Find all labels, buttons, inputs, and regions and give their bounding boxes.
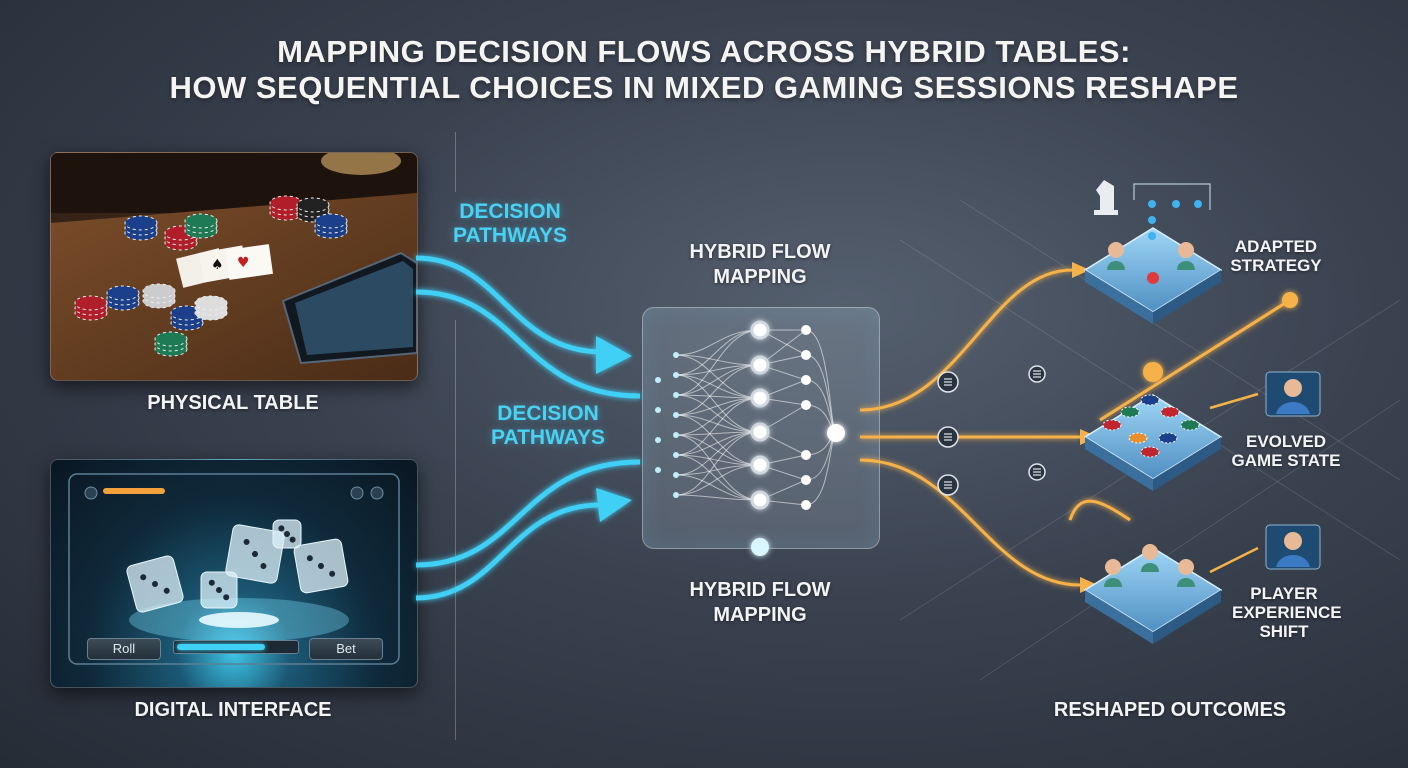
flow-node bbox=[1194, 200, 1202, 208]
poker-chip-icon bbox=[194, 295, 228, 311]
outcome-label-adapted-strategy: ADAPTED STRATEGY bbox=[1230, 237, 1322, 275]
filter-icon bbox=[1028, 463, 1046, 481]
poker-chip-icon bbox=[1140, 446, 1160, 458]
list-icon bbox=[937, 371, 959, 393]
list-icon bbox=[937, 474, 959, 496]
highlight-node bbox=[1143, 362, 1163, 382]
flow-node bbox=[1148, 216, 1156, 224]
list-icon bbox=[937, 365, 1046, 496]
person-icon bbox=[1178, 242, 1194, 258]
poker-chip-icon bbox=[296, 197, 330, 213]
dice-icon bbox=[200, 571, 238, 609]
pathway-bottom-2 bbox=[415, 502, 601, 601]
outcome-platform-player-experience-shift bbox=[1083, 547, 1223, 644]
dice-icon bbox=[126, 519, 349, 613]
reshaped-outcomes-label: RESHAPED OUTCOMES bbox=[1053, 699, 1287, 721]
digital-interface-illustration bbox=[68, 473, 400, 665]
digital-interface-label: DIGITAL INTERFACE bbox=[134, 699, 332, 721]
outcome-platform-adapted-strategy bbox=[1083, 227, 1223, 324]
poker-chip-icon bbox=[1102, 419, 1122, 431]
arrow-head-top bbox=[596, 336, 632, 374]
flow-node bbox=[1172, 200, 1180, 208]
digital-interface-image: Roll Bet bbox=[50, 459, 418, 688]
poker-chip-icon bbox=[1180, 419, 1200, 431]
playing-cards-icon: ♥ ♠ bbox=[176, 244, 274, 288]
person-icon bbox=[1105, 559, 1121, 575]
poker-chip-icon bbox=[154, 331, 188, 347]
button-icon bbox=[1147, 272, 1159, 284]
poker-chip-icon bbox=[1160, 406, 1180, 418]
poker-chip-icon bbox=[269, 195, 303, 211]
person-icon bbox=[1108, 242, 1124, 258]
decision-pathways-label-mid: DECISION PATHWAYS bbox=[491, 402, 605, 449]
flow-node bbox=[1148, 232, 1156, 240]
hybrid-flow-mapping-box bbox=[642, 307, 880, 549]
physical-table-image: ♥ ♠ bbox=[50, 152, 418, 381]
poker-chip-icon bbox=[142, 283, 176, 299]
poker-chip-icon bbox=[74, 295, 108, 311]
svg-text:♠: ♠ bbox=[211, 257, 224, 273]
poker-chip-icon bbox=[1158, 432, 1178, 444]
hybrid-flow-mapping-label-top: HYBRID FLOW MAPPING bbox=[689, 241, 831, 288]
poker-chip-icon bbox=[184, 213, 218, 229]
bet-button[interactable]: Bet bbox=[309, 638, 383, 660]
health-bar bbox=[103, 488, 165, 494]
poker-chip-icon bbox=[74, 195, 348, 357]
pathway-bottom-1 bbox=[415, 459, 641, 568]
chess-knight-icon bbox=[1094, 180, 1118, 215]
outcome-label-player-experience-shift: PLAYER EXPERIENCE SHIFT bbox=[1232, 584, 1342, 641]
arrow-head-bottom bbox=[596, 488, 632, 522]
divider-lower bbox=[455, 320, 456, 740]
outcome-label-evolved-game-state: EVOLVED GAME STATE bbox=[1231, 432, 1341, 470]
divider-upper bbox=[455, 132, 456, 192]
dice-icon bbox=[225, 524, 285, 584]
poker-chip-icon bbox=[1128, 432, 1148, 444]
hybrid-flow-mapping-label-bottom: HYBRID FLOW MAPPING bbox=[689, 579, 831, 626]
physical-table-label: PHYSICAL TABLE bbox=[147, 392, 319, 414]
flow-node bbox=[1148, 200, 1156, 208]
poker-chip-icon bbox=[1120, 406, 1140, 418]
svg-text:♥: ♥ bbox=[237, 255, 250, 271]
pathway-top-2 bbox=[415, 289, 641, 399]
person-icon bbox=[1028, 365, 1046, 383]
decision-pathways-label-top: DECISION PATHWAYS bbox=[453, 200, 567, 247]
progress-fill bbox=[177, 644, 265, 650]
poker-chip-icon bbox=[106, 285, 140, 301]
outcome-platform-evolved-game-state bbox=[1083, 394, 1223, 491]
title-line-1: MAPPING DECISION FLOWS ACROSS HYBRID TAB… bbox=[277, 34, 1131, 69]
outcome-lines bbox=[859, 268, 1291, 587]
avatar-icon bbox=[1265, 371, 1321, 570]
person-icon bbox=[1178, 559, 1194, 575]
roll-button[interactable]: Roll bbox=[87, 638, 161, 660]
poker-chip-icon bbox=[124, 215, 158, 231]
person-icon bbox=[1142, 544, 1158, 560]
list-icon bbox=[937, 426, 959, 448]
poker-chip-icon bbox=[314, 213, 348, 229]
pathway-top-1 bbox=[415, 255, 601, 355]
physical-table-illustration: ♥ ♠ bbox=[51, 153, 417, 380]
dice-icon bbox=[126, 555, 184, 613]
title-line-2: HOW SEQUENTIAL CHOICES IN MIXED GAMING S… bbox=[169, 70, 1239, 105]
dice-icon bbox=[293, 538, 349, 594]
dice-icon bbox=[272, 519, 302, 549]
tablet-icon bbox=[281, 251, 417, 365]
poker-chip-icon bbox=[1140, 394, 1160, 406]
